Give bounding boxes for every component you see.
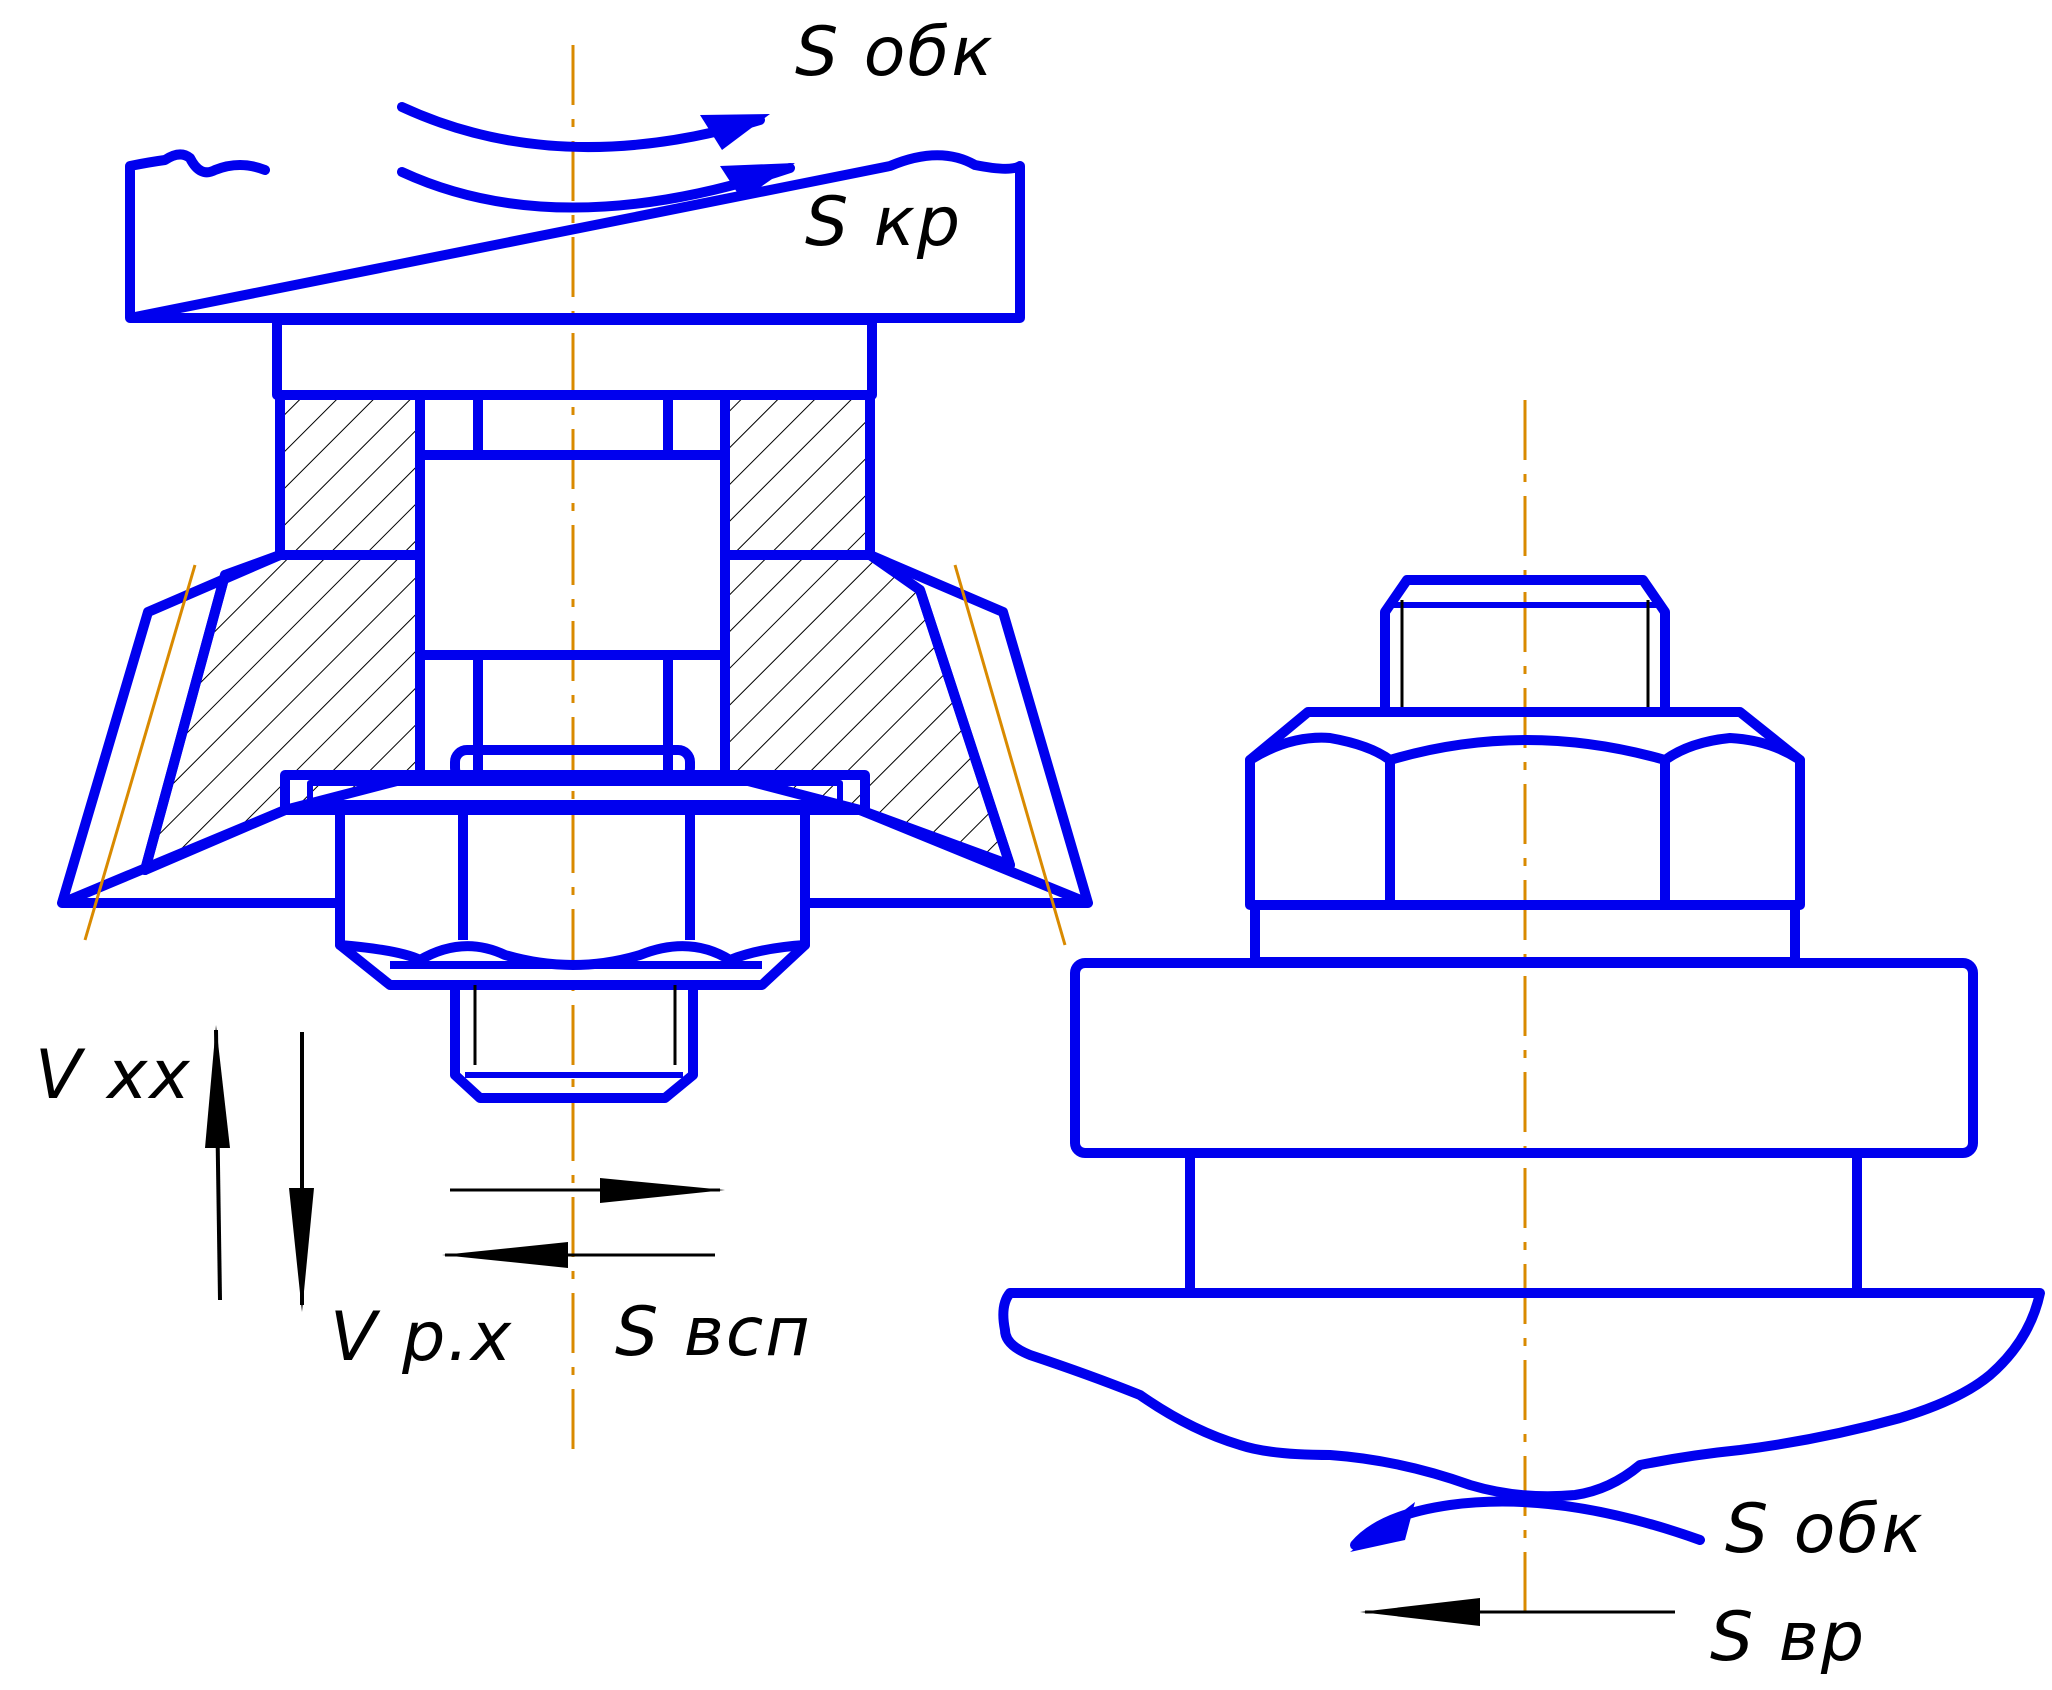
s-obk-bottom-arrow (1350, 1496, 1705, 1550)
s-obk-top-arrowhead (700, 114, 770, 150)
s-vr-arrowhead (1360, 1598, 1480, 1626)
label-s-obk-bottom: S обк (1725, 1490, 1924, 1569)
v-xx-arrowhead (205, 1025, 230, 1148)
label-v-xx: V xx (35, 1036, 192, 1115)
right-bolt-top (1380, 575, 1670, 715)
label-s-vsp: S всп (615, 1293, 812, 1372)
right-nut-chamfer (1245, 732, 1805, 765)
bolt-end (450, 980, 698, 1103)
left-section-view: S обк S кр V xx V р.х S всп (35, 13, 1093, 1460)
s-kr-arrow (397, 163, 795, 213)
upper-left-hatch (275, 390, 425, 560)
v-rx-arrowhead (289, 1188, 314, 1312)
bolt-head-top (450, 745, 695, 785)
right-side-view: S обк S вр (998, 400, 2045, 1677)
cone-outline (57, 550, 1093, 908)
s-obk-bottom-arrowhead (1350, 1502, 1415, 1552)
s-obk-top-arrow (397, 102, 765, 153)
cone-inner-edges (140, 570, 1015, 875)
label-s-obk-top: S обк (795, 13, 994, 92)
s-kr-arrowhead (720, 163, 795, 200)
cone-right-ref (953, 564, 1067, 946)
s-vsp-arrow-left-head (442, 1242, 568, 1268)
cone-left-ref (83, 564, 197, 941)
washer-inner (307, 780, 843, 806)
right-workpiece (998, 1288, 2045, 1502)
label-s-vr: S вр (1710, 1598, 1866, 1677)
s-vsp-arrow-right-head (600, 1178, 725, 1203)
label-v-rx: V р.х (330, 1298, 513, 1377)
label-s-kr: S кр (805, 183, 962, 262)
upper-right-hatch (720, 390, 875, 560)
spindle-body (125, 149, 1025, 323)
